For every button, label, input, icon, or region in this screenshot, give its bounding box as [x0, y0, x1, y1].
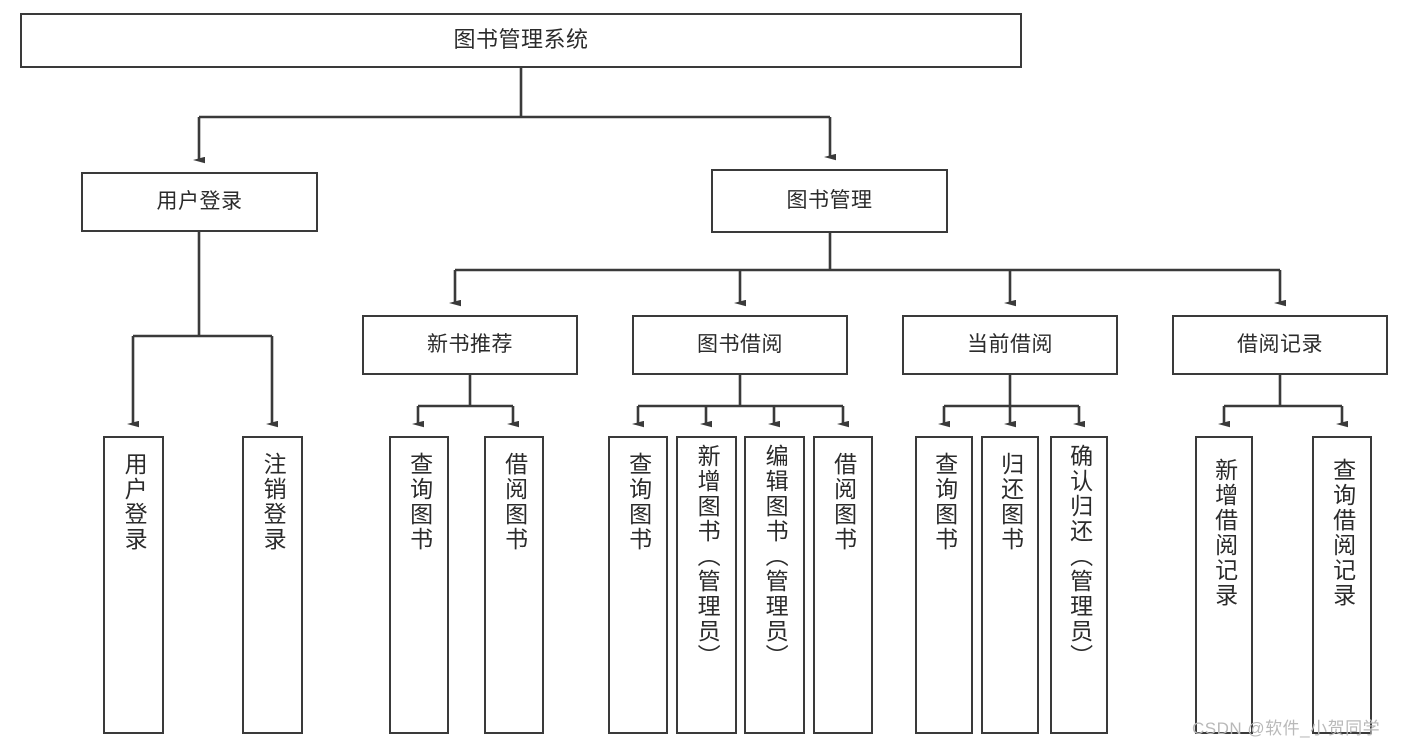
node-leaf-borrow-book-1-label: 借阅图书: [501, 452, 528, 552]
node-root-label: 图书管理系统: [453, 27, 589, 53]
node-leaf-user-login-label: 用户登录: [121, 452, 148, 552]
node-leaf-query-book-2-label: 查询图书: [625, 452, 652, 552]
csdn-watermark: CSDN @软件_小贺同学: [1192, 719, 1381, 738]
node-leaf-user-login[interactable]: 用户登录: [103, 436, 164, 734]
node-leaf-borrow-book-2-label: 借阅图书: [830, 452, 857, 552]
node-leaf-borrow-book-1[interactable]: 借阅图书: [484, 436, 544, 734]
node-leaf-add-record-label: 新增借阅记录: [1211, 458, 1238, 608]
node-leaf-query-book-3-label: 查询图书: [931, 452, 958, 552]
node-borrow-record[interactable]: 借阅记录: [1172, 315, 1388, 375]
node-book-manage[interactable]: 图书管理: [711, 169, 948, 233]
node-leaf-add-record[interactable]: 新增借阅记录: [1195, 436, 1253, 734]
node-current-borrow-label: 当前借阅: [967, 333, 1053, 357]
node-book-borrow-label: 图书借阅: [697, 333, 783, 357]
node-new-book-rec[interactable]: 新书推荐: [362, 315, 578, 375]
node-leaf-query-book-3[interactable]: 查询图书: [915, 436, 973, 734]
node-user-login[interactable]: 用户登录: [81, 172, 318, 232]
node-leaf-query-book-1[interactable]: 查询图书: [389, 436, 449, 734]
node-leaf-logout[interactable]: 注销登录: [242, 436, 303, 734]
node-leaf-confirm-return-label: 确认归还（管理员）: [1066, 444, 1093, 669]
node-leaf-query-record-label: 查询借阅记录: [1329, 458, 1356, 608]
node-leaf-add-book[interactable]: 新增图书（管理员）: [676, 436, 737, 734]
node-leaf-logout-label: 注销登录: [260, 452, 287, 552]
node-root[interactable]: 图书管理系统: [20, 13, 1022, 68]
node-leaf-return-book[interactable]: 归还图书: [981, 436, 1039, 734]
node-leaf-return-book-label: 归还图书: [997, 452, 1024, 552]
node-book-borrow[interactable]: 图书借阅: [632, 315, 848, 375]
node-leaf-edit-book[interactable]: 编辑图书（管理员）: [744, 436, 805, 734]
node-current-borrow[interactable]: 当前借阅: [902, 315, 1118, 375]
node-user-login-label: 用户登录: [156, 190, 243, 214]
node-leaf-query-book-2[interactable]: 查询图书: [608, 436, 668, 734]
node-leaf-confirm-return[interactable]: 确认归还（管理员）: [1050, 436, 1108, 734]
node-leaf-add-book-label: 新增图书（管理员）: [694, 444, 721, 669]
node-leaf-edit-book-label: 编辑图书（管理员）: [762, 444, 789, 669]
node-borrow-record-label: 借阅记录: [1237, 333, 1323, 357]
node-leaf-query-record[interactable]: 查询借阅记录: [1312, 436, 1372, 734]
node-new-book-rec-label: 新书推荐: [427, 333, 513, 357]
node-leaf-borrow-book-2[interactable]: 借阅图书: [813, 436, 873, 734]
node-leaf-query-book-1-label: 查询图书: [406, 452, 433, 552]
node-book-manage-label: 图书管理: [786, 189, 873, 213]
